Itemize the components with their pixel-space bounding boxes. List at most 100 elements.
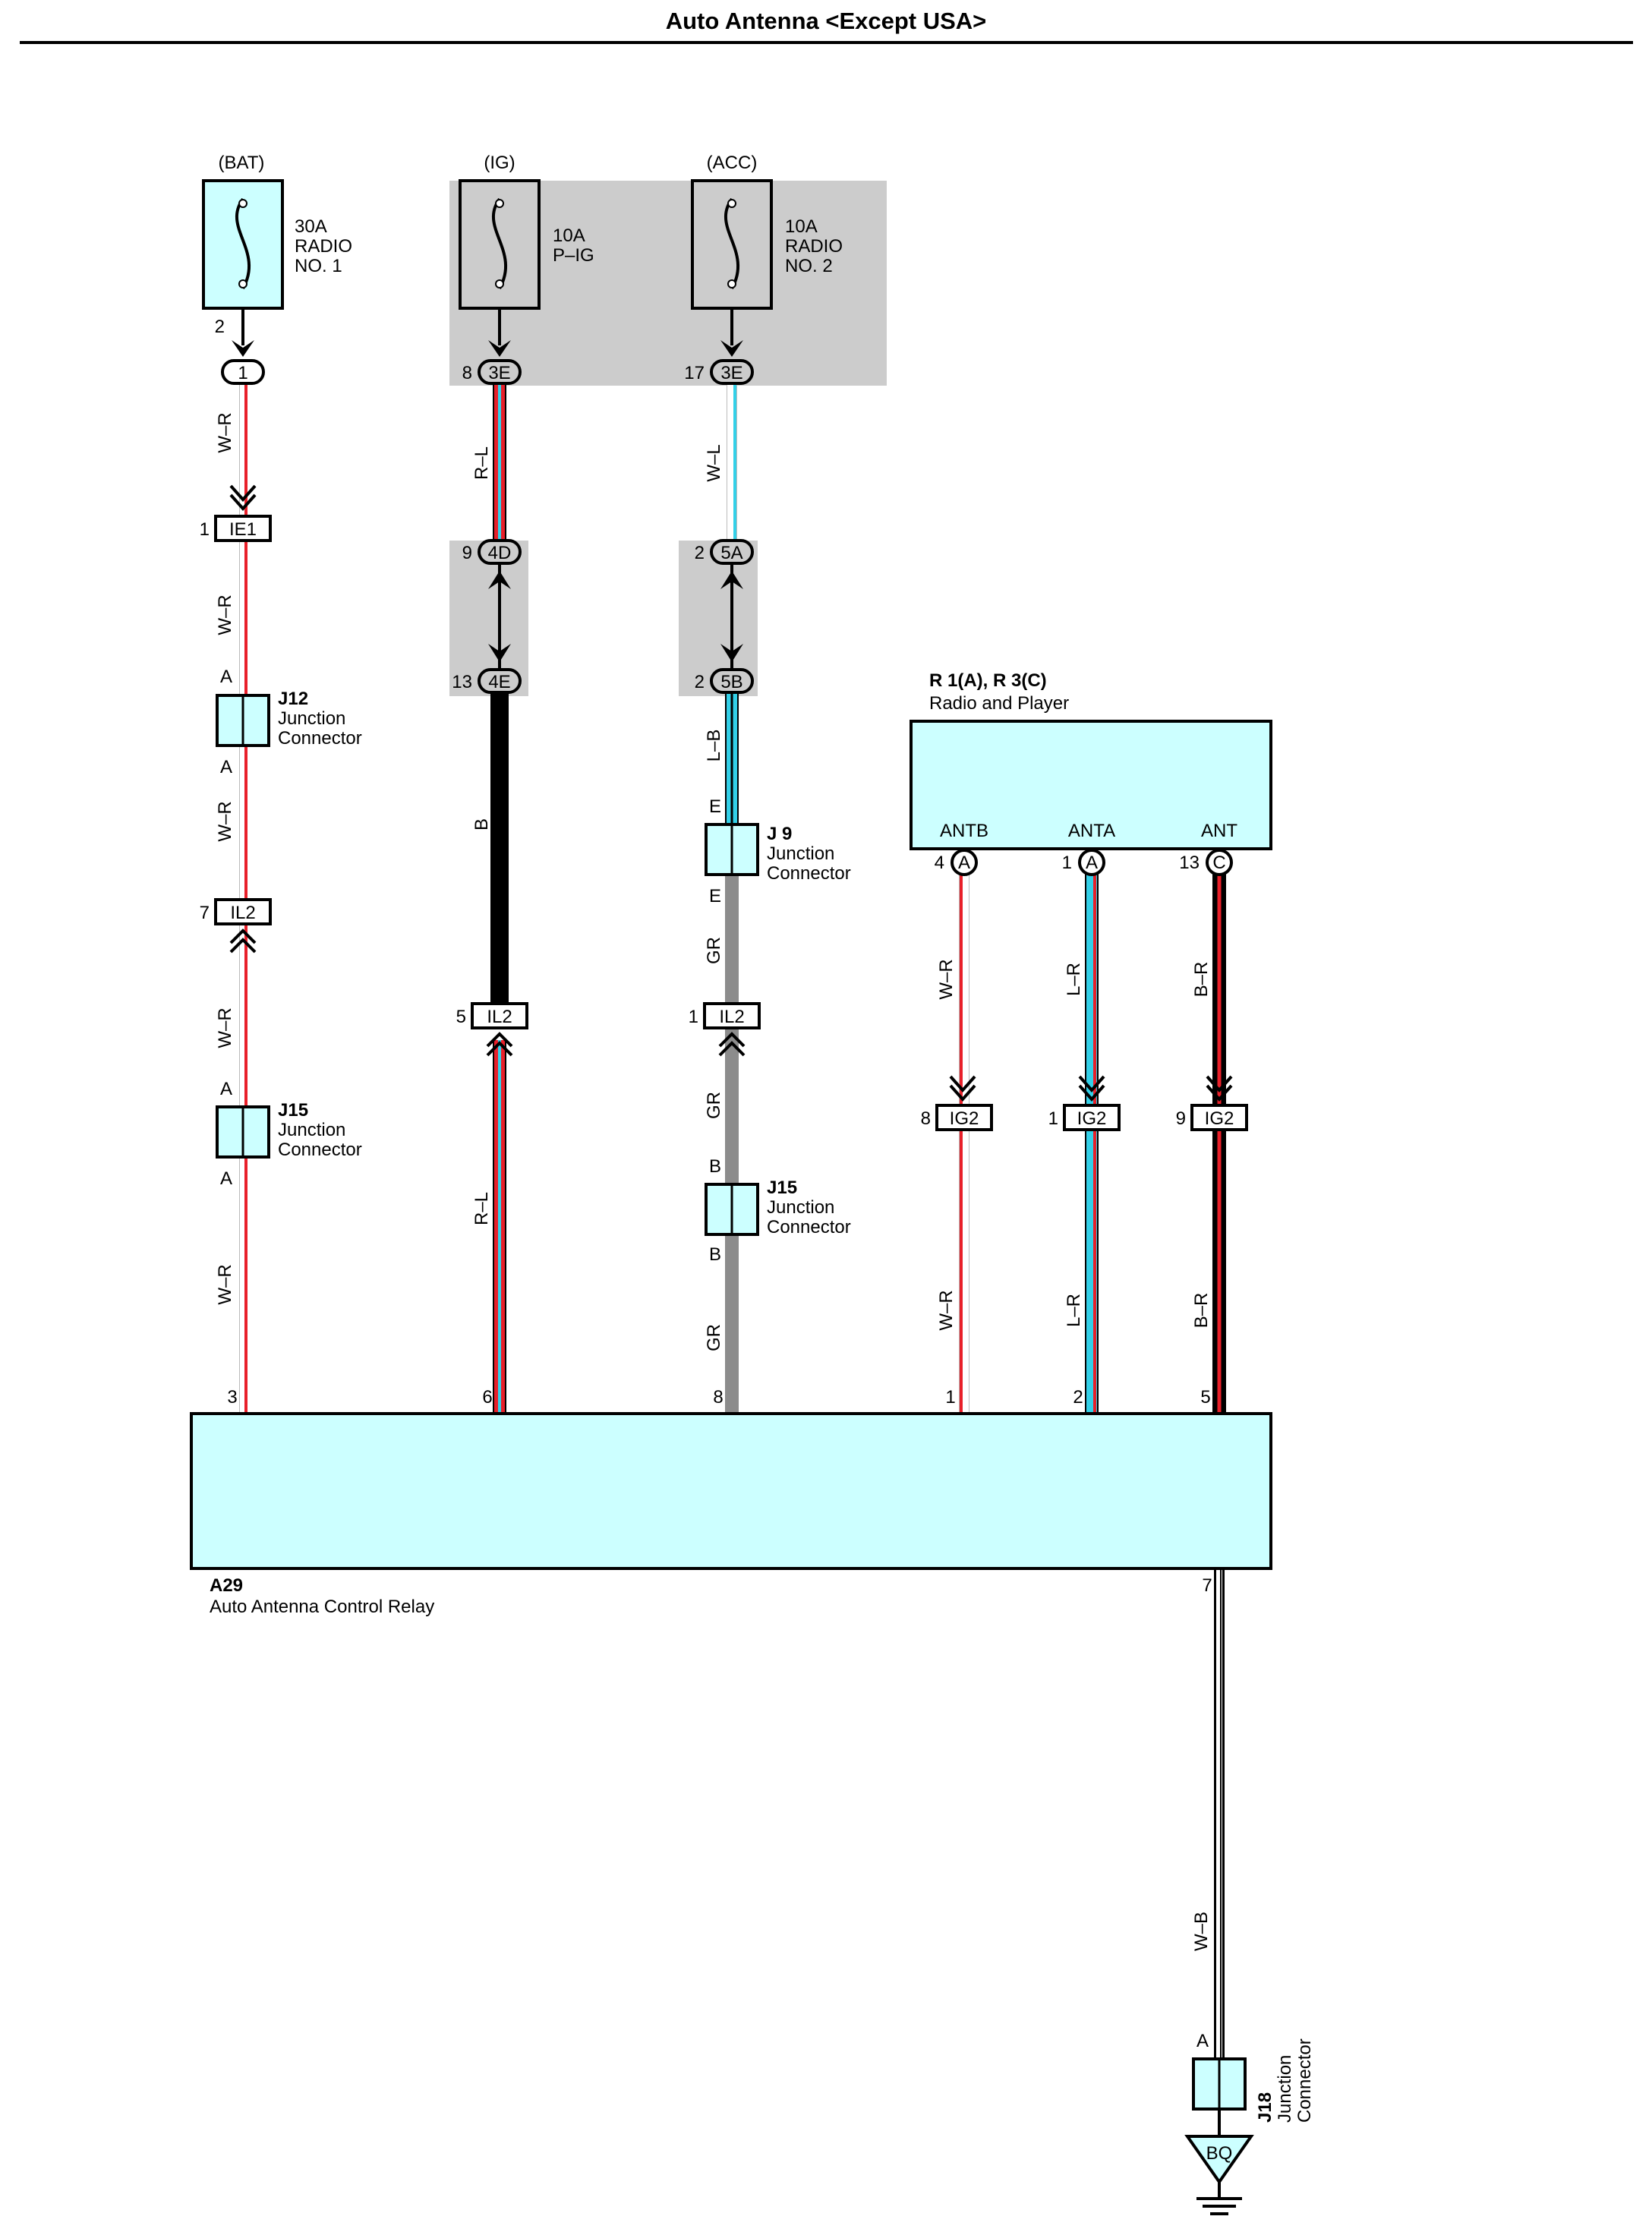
connector-il2-a-label: IL2 xyxy=(230,903,255,923)
radio-pin-antb: 4 xyxy=(935,853,944,873)
fuse-bat-source: (BAT) xyxy=(219,153,265,173)
radio-terminal-ant: ANT xyxy=(1201,821,1237,841)
wire-label: W–R xyxy=(215,1264,235,1304)
wire-col3-wl xyxy=(727,383,737,541)
radio-conn-c: C xyxy=(1212,853,1225,873)
connector-il2-b: IL2 5 xyxy=(456,1002,528,1057)
connector-ie1-label: IE1 xyxy=(229,519,257,540)
junction-j15b-name1: Junction xyxy=(767,1197,834,1218)
connector-ig-3e-pin: 8 xyxy=(462,363,472,383)
junction-j9-bottom: E xyxy=(709,886,721,906)
connector-4e-pin: 13 xyxy=(452,672,472,692)
wire-label: GR xyxy=(704,1324,724,1351)
wire-label: W–L xyxy=(704,444,724,481)
connector-il2-a-pin: 7 xyxy=(200,903,210,923)
junction-j12-bottom: A xyxy=(220,757,232,777)
wire-label: W–R xyxy=(215,1007,235,1048)
wire-label: W–R xyxy=(936,959,957,999)
connector-5b: 5B 2 xyxy=(695,644,754,694)
fuse-bat-name1: RADIO xyxy=(295,236,352,257)
wire-label: W–R xyxy=(215,412,235,452)
junction-j15b-name2: Connector xyxy=(767,1217,851,1237)
connector-ig2-c-pin: 9 xyxy=(1176,1108,1186,1129)
ground-symbol: BQ xyxy=(1184,2135,1254,2215)
connector-4d-pin: 9 xyxy=(462,543,472,563)
radio-pin-ant: 13 xyxy=(1179,853,1200,873)
wire-label: W–R xyxy=(215,594,235,635)
radio-player: R 1(A), R 3(C) Radio and Player ANTB ANT… xyxy=(910,670,1272,876)
relay-pin: 1 xyxy=(945,1387,955,1408)
connector-ig2-b-pin: 1 xyxy=(1048,1108,1058,1129)
wire-label: B–R xyxy=(1191,962,1212,998)
connector-il2-c: IL2 1 xyxy=(689,1002,761,1057)
connector-ig2-a-label: IG2 xyxy=(950,1108,979,1129)
connector-ie1-pin: 1 xyxy=(200,519,210,540)
radio-name: Radio and Player xyxy=(929,693,1069,714)
wire-col1-wr xyxy=(239,374,247,1414)
junction-j9-top: E xyxy=(709,796,721,817)
junction-j15a-code: J15 xyxy=(278,1100,308,1121)
junction-j9-code: J 9 xyxy=(767,824,792,844)
connector-acc-3e-label: 3E xyxy=(720,363,742,383)
wire-col5-lr xyxy=(1085,872,1099,1414)
connector-ig2-b-label: IG2 xyxy=(1077,1108,1107,1129)
connector-il2-b-pin: 5 xyxy=(456,1007,466,1027)
connector-ig2-a: IG2 8 xyxy=(921,1075,993,1131)
connector-5b-pin: 2 xyxy=(695,672,705,692)
connector-ig-3e-label: 3E xyxy=(488,363,510,383)
wire-label: L–R xyxy=(1064,963,1084,996)
junction-j15b-top: B xyxy=(709,1156,721,1177)
connector-ig2-c: IG2 9 xyxy=(1176,1075,1248,1131)
connector-ig-3e: 3E 8 xyxy=(462,359,522,385)
radio-pin-anta: 1 xyxy=(1062,853,1072,873)
connector-5a: 5A 2 xyxy=(695,539,754,589)
relay-name: Auto Antenna Control Relay xyxy=(210,1597,434,1617)
fuse-acc-name1: RADIO xyxy=(785,236,843,257)
wire-label: W–R xyxy=(936,1290,957,1330)
junction-j9-name2: Connector xyxy=(767,863,851,884)
connector-4d: 4D 9 xyxy=(462,539,522,589)
wire-label: GR xyxy=(704,937,724,964)
junction-j18-top: A xyxy=(1196,2031,1209,2051)
page-title: Auto Antenna <Except USA> xyxy=(665,8,987,34)
junction-j12-name1: Junction xyxy=(278,708,345,729)
relay-pin: 8 xyxy=(713,1387,723,1408)
junction-j18-name1: Junction xyxy=(1275,2055,1295,2123)
connector-ig2-c-label: IG2 xyxy=(1205,1108,1234,1129)
connector-il2-a: IL2 7 xyxy=(200,898,272,954)
junction-j15a-bottom: A xyxy=(220,1168,232,1189)
radio-conn-a2: A xyxy=(1086,853,1098,873)
junction-j12-name2: Connector xyxy=(278,728,362,749)
relay-pin: 2 xyxy=(1073,1387,1083,1408)
junction-j15a-name1: Junction xyxy=(278,1120,345,1140)
wire-label: L–B xyxy=(704,730,724,762)
relay-out-pin: 7 xyxy=(1202,1575,1212,1596)
connector-ig2-a-pin: 8 xyxy=(921,1108,931,1129)
junction-j15a: A A J15 Junction Connector xyxy=(216,1079,362,1189)
connector-il2-c-pin: 1 xyxy=(689,1007,698,1027)
wire-col4-wr xyxy=(959,872,969,1414)
title-rule xyxy=(20,41,1633,44)
wire-label: R–L xyxy=(471,446,492,480)
connector-1-label: 1 xyxy=(238,363,247,383)
wire-label: GR xyxy=(704,1092,724,1119)
wire-labels: W–R W–R W–R W–R W–R R–L B R–L W–L L–B GR… xyxy=(215,412,1212,1951)
fuse-bat-name2: NO. 1 xyxy=(295,256,342,276)
connector-acc-3e-pin: 17 xyxy=(684,363,705,383)
connector-4e: 4E 13 xyxy=(452,644,522,694)
junction-j15b-code: J15 xyxy=(767,1177,797,1198)
connector-ig2-b: IG2 1 xyxy=(1048,1075,1121,1131)
junction-j9-name1: Junction xyxy=(767,843,834,864)
junction-j18-code: J18 xyxy=(1255,2092,1275,2123)
connector-5a-label: 5A xyxy=(720,543,742,563)
junction-j15a-name2: Connector xyxy=(278,1140,362,1160)
connector-1: 1 xyxy=(221,359,265,385)
wire-label: B xyxy=(471,818,492,831)
fuse-ig-name1: P–IG xyxy=(553,245,594,266)
radio-code: R 1(A), R 3(C) xyxy=(929,670,1047,691)
fuse-acc: (ACC) 10A RADIO NO. 2 xyxy=(691,153,843,357)
connector-4d-label: 4D xyxy=(488,543,512,563)
connector-ie1: IE1 1 xyxy=(200,484,272,542)
junction-j12-top: A xyxy=(220,667,232,687)
